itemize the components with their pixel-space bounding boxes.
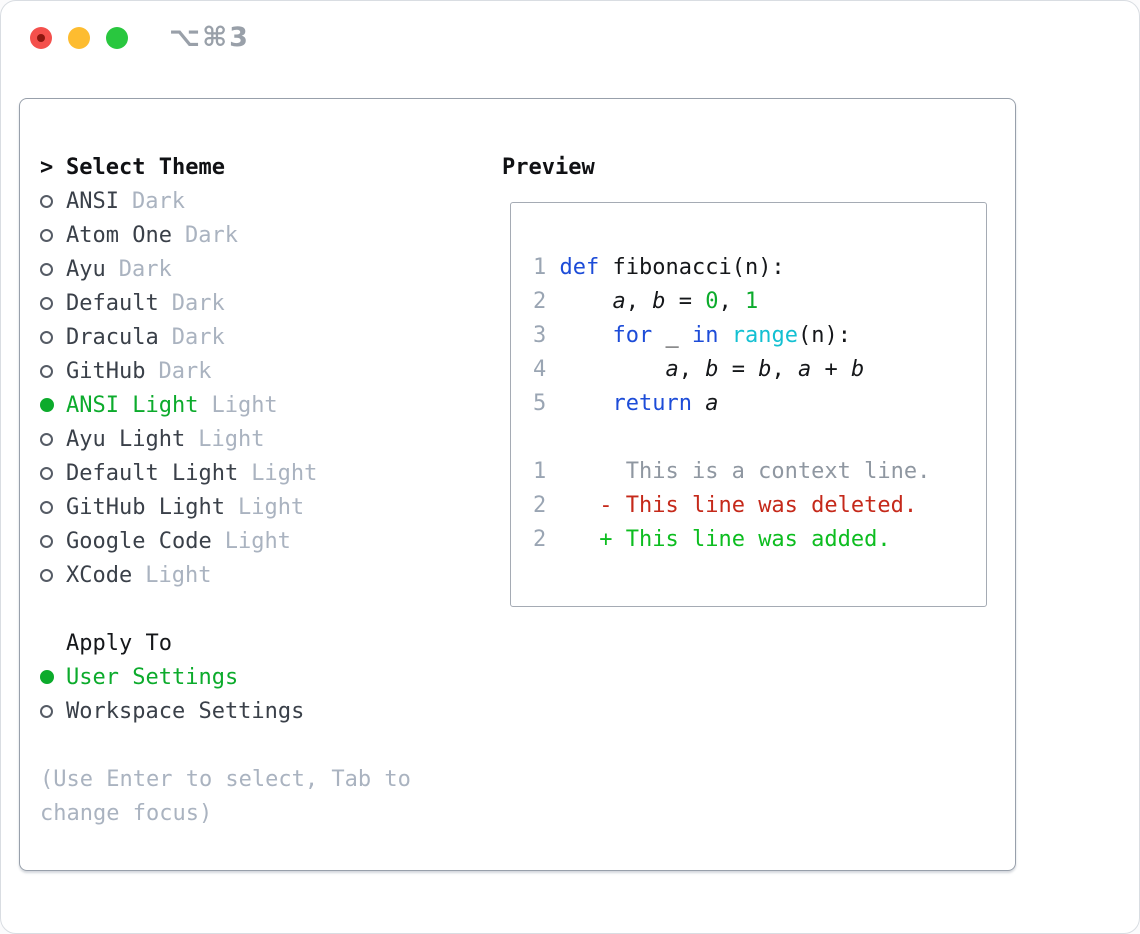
option-label: ANSI — [66, 188, 119, 214]
option-variant-tag: Light — [211, 392, 278, 418]
option-label: GitHub Light — [66, 494, 225, 520]
code-line: 5 return a — [533, 391, 719, 416]
apply-to-header: Apply To — [40, 626, 502, 660]
option-label: XCode — [66, 562, 133, 588]
option-label: Ayu — [66, 256, 106, 282]
zoom-button[interactable] — [106, 27, 128, 49]
option-label: Ayu Light — [66, 426, 186, 452]
close-button[interactable] — [30, 27, 52, 49]
theme-option-ayu-light[interactable]: Ayu Light Light — [40, 422, 502, 456]
theme-option-google-code[interactable]: Google Code Light — [40, 524, 502, 558]
option-label: Default Light — [66, 460, 239, 486]
radio-icon — [40, 432, 53, 446]
option-variant-tag: Dark — [171, 290, 225, 316]
option-variant-tag: Dark — [184, 222, 238, 248]
code-line — [533, 421, 986, 455]
theme-option-ayu[interactable]: Ayu Dark — [40, 252, 502, 286]
preview-column: Preview 1 def fibonacci(n): 2 a, b = 0, 1… — [502, 150, 991, 607]
apply-option-user-settings[interactable]: User Settings — [40, 660, 502, 694]
spacer — [40, 592, 502, 626]
radio-icon — [40, 228, 53, 242]
option-variant-tag: Light — [145, 562, 212, 588]
theme-option-default[interactable]: Default Dark — [40, 286, 502, 320]
radio-selected-icon — [40, 670, 54, 684]
radio-icon — [40, 500, 53, 514]
focus-caret-icon: > — [40, 154, 54, 180]
preview-code: 1 def fibonacci(n): 2 a, b = 0, 1 3 for _ … — [510, 202, 987, 607]
select-theme-header: > Select Theme — [40, 150, 502, 184]
preview-title: Preview — [502, 154, 595, 180]
radio-icon — [40, 262, 53, 276]
code-line: 1 This is a context line. — [533, 459, 931, 484]
spacer — [40, 728, 502, 762]
theme-option-ansi-light[interactable]: ANSI Light Light — [40, 388, 502, 422]
option-label: GitHub — [66, 358, 146, 384]
hint-line-1: (Use Enter to select, Tab to — [40, 766, 411, 792]
minimize-button[interactable] — [68, 27, 90, 49]
code-line: 2 + This line was added. — [533, 527, 891, 552]
radio-icon — [40, 704, 53, 718]
code-line: 2 a, b = 0, 1 — [533, 289, 759, 314]
theme-option-github[interactable]: GitHub Dark — [40, 354, 502, 388]
option-label: Dracula — [66, 324, 159, 350]
preview-header: Preview — [502, 150, 991, 184]
code-line: 3 for _ in range(n): — [533, 323, 851, 348]
radio-icon — [40, 194, 53, 208]
option-label: Google Code — [66, 528, 212, 554]
radio-icon — [40, 330, 53, 344]
theme-option-dracula[interactable]: Dracula Dark — [40, 320, 502, 354]
code-line: 1 def fibonacci(n): — [533, 255, 785, 280]
theme-option-default-light[interactable]: Default Light Light — [40, 456, 502, 490]
radio-icon — [40, 534, 53, 548]
option-variant-tag: Light — [251, 460, 318, 486]
radio-icon — [40, 296, 53, 310]
option-variant-tag: Dark — [131, 188, 185, 214]
option-label: Atom One — [66, 222, 172, 248]
theme-option-github-light[interactable]: GitHub Light Light — [40, 490, 502, 524]
option-variant-tag: Light — [198, 426, 265, 452]
select-theme-title: Select Theme — [66, 154, 225, 180]
radio-icon — [40, 568, 53, 582]
option-label: Default — [66, 290, 159, 316]
theme-option-ansi[interactable]: ANSI Dark — [40, 184, 502, 218]
radio-icon — [40, 364, 53, 378]
option-label: User Settings — [66, 664, 239, 690]
theme-option-xcode[interactable]: XCode Light — [40, 558, 502, 592]
option-variant-tag: Light — [237, 494, 305, 520]
radio-icon — [40, 466, 53, 480]
option-label: ANSI Light — [66, 392, 199, 418]
option-variant-tag: Dark — [171, 324, 225, 350]
window-shortcut-label: ⌥⌘3 — [169, 22, 250, 53]
apply-option-workspace-settings[interactable]: Workspace Settings — [40, 694, 502, 728]
hint-line-2: change focus) — [40, 800, 213, 826]
option-variant-tag: Dark — [158, 358, 212, 384]
code-line: 2 - This line was deleted. — [533, 493, 918, 518]
option-variant-tag: Light — [224, 528, 291, 554]
option-variant-tag: Dark — [118, 256, 172, 282]
titlebar — [30, 27, 128, 49]
radio-selected-icon — [40, 398, 54, 412]
option-label: Workspace Settings — [66, 698, 305, 724]
apply-to-title: Apply To — [66, 630, 172, 656]
code-line: 4 a, b = b, a + b — [533, 357, 865, 382]
theme-option-atom-one[interactable]: Atom One Dark — [40, 218, 502, 252]
